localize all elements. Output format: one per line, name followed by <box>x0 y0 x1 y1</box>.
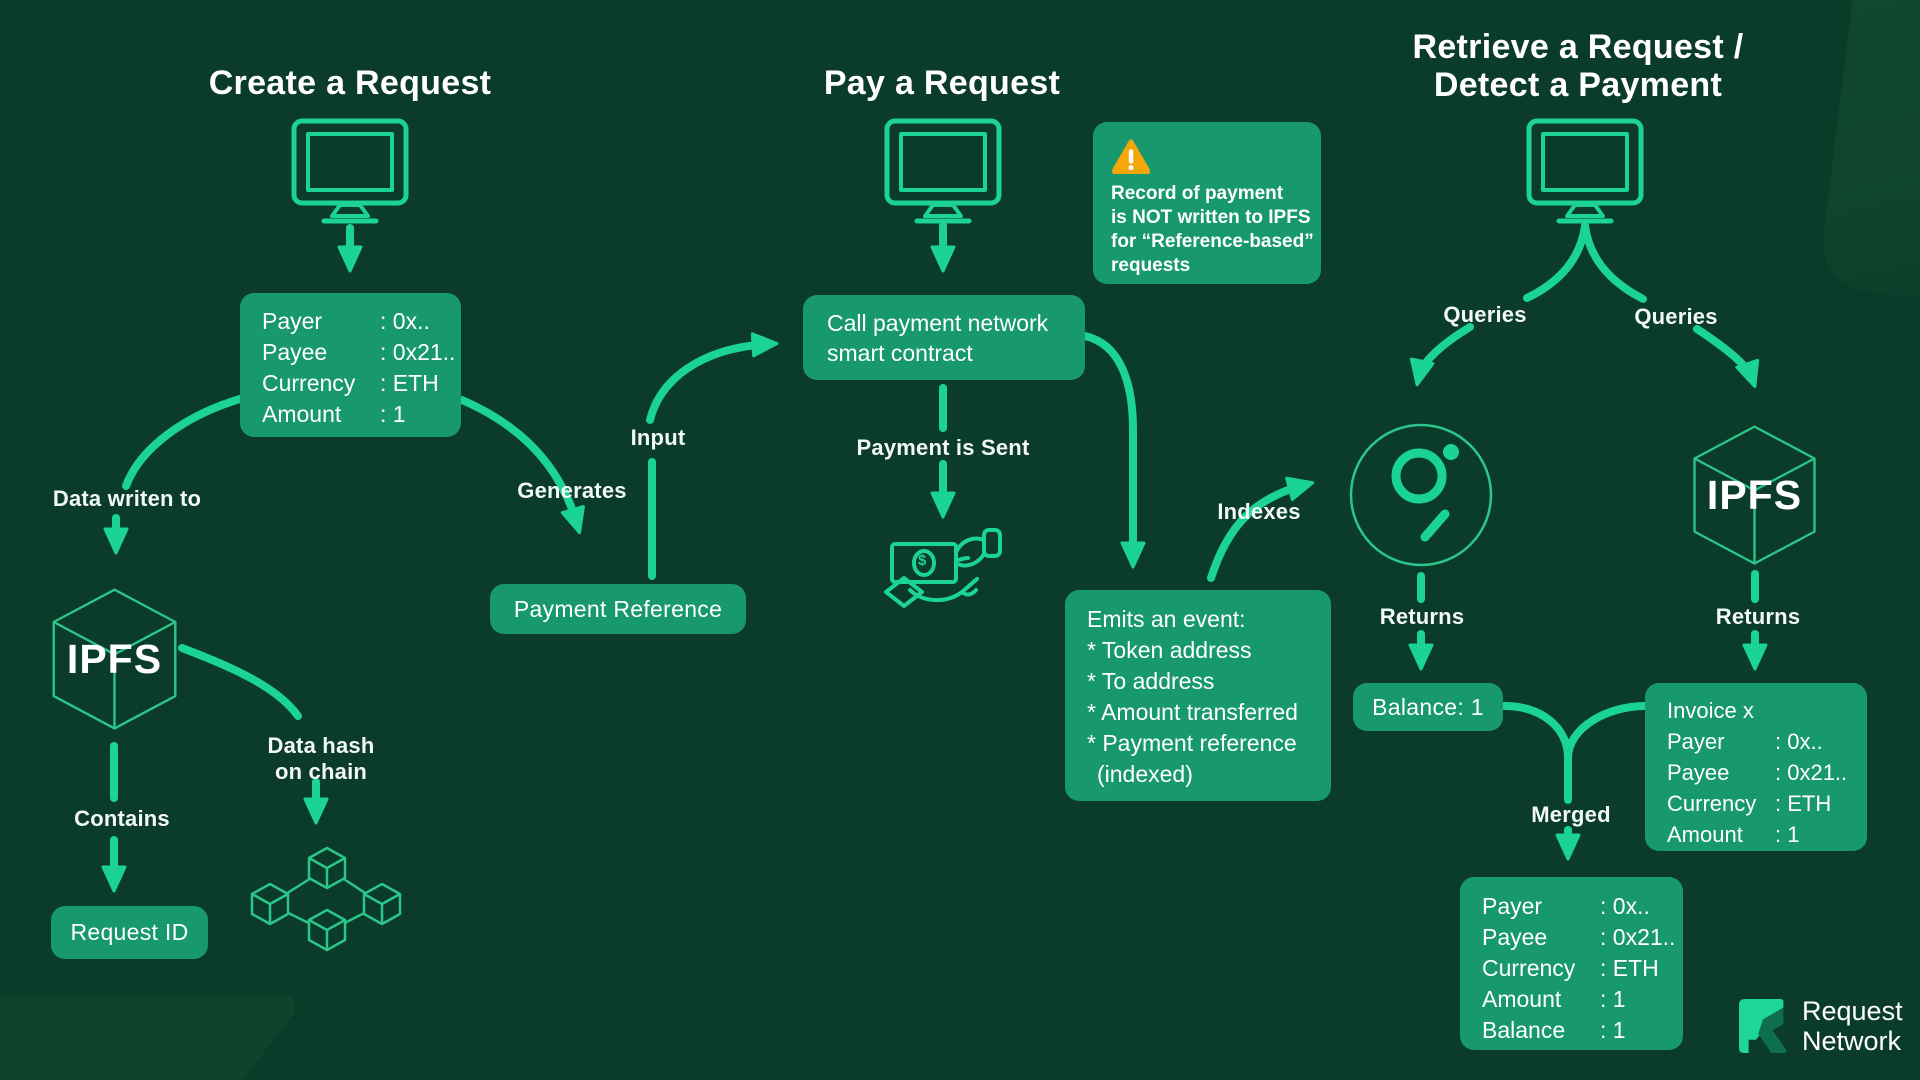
invoice-row: Amount: 1 <box>1667 822 1800 847</box>
merged-row: Payee: 0x21.. <box>1482 924 1676 950</box>
merged-row: Currency: ETH <box>1482 955 1659 981</box>
data-written-to-label: Data writen to <box>52 486 202 511</box>
generates-label: Generates <box>517 478 627 503</box>
merged-result-box: Payer: 0x.. Payee: 0x21.. Currency: ETH … <box>1460 877 1683 1050</box>
invoice-row: Payee: 0x21.. <box>1667 760 1848 785</box>
queries-left-label: Queries <box>1443 302 1527 327</box>
balance-box: Balance: 1 <box>1353 683 1503 731</box>
contains-label: Contains <box>74 806 170 831</box>
payment-reference-box: Payment Reference <box>490 584 746 634</box>
invoice-row: Currency: ETH <box>1667 791 1832 816</box>
payment-is-sent-label: Payment is Sent <box>856 435 1030 460</box>
invoice-box: Invoice x Payer: 0x.. Payee: 0x21.. Curr… <box>1645 683 1867 851</box>
emits-event-box: Emits an event: * Token address * To add… <box>1065 590 1331 801</box>
returns-right-label: Returns <box>1715 604 1801 629</box>
request-data-box: Payer: 0x.. Payee: 0x21.. Currency: ETH … <box>240 293 461 437</box>
warning-icon <box>1112 139 1150 174</box>
call-contract-box: Call payment network smart contract <box>803 295 1085 380</box>
ipfs-left-label: IPFS <box>66 636 163 682</box>
ipfs-cube-left-icon <box>52 588 177 730</box>
create-request-title: Create a Request <box>208 64 492 102</box>
computer-icon-create <box>291 118 409 224</box>
invoice-title: Invoice x <box>1667 698 1754 723</box>
dollar-symbol: $ <box>918 552 927 569</box>
pay-request-title: Pay a Request <box>823 64 1061 102</box>
invoice-row: Payer: 0x.. <box>1667 729 1823 754</box>
request-data-row: Currency: ETH <box>262 370 439 396</box>
computer-icon-pay <box>884 118 1002 224</box>
merged-row: Balance: 1 <box>1482 1017 1626 1043</box>
request-network-logo-text: Request Network <box>1802 996 1903 1056</box>
merged-label: Merged <box>1531 802 1611 827</box>
request-id-box: Request ID <box>51 906 208 959</box>
returns-left-label: Returns <box>1379 604 1465 629</box>
ipfs-cube-right-icon <box>1693 425 1816 565</box>
request-data-row: Amount: 1 <box>262 401 406 427</box>
merged-row: Payer: 0x.. <box>1482 893 1650 919</box>
queries-right-label: Queries <box>1634 304 1718 329</box>
input-label: Input <box>630 425 686 450</box>
the-graph-icon <box>1349 423 1493 567</box>
computer-icon-retrieve <box>1526 118 1644 224</box>
data-hash-on-chain-label: Data hash on chain <box>267 733 375 784</box>
request-data-row: Payee: 0x21.. <box>262 339 456 365</box>
merged-row: Amount: 1 <box>1482 986 1626 1012</box>
blockchain-cubes-icon <box>250 846 402 952</box>
retrieve-detect-title: Retrieve a Request / Detect a Payment <box>1412 28 1744 104</box>
request-data-row: Payer: 0x.. <box>262 308 430 334</box>
warning-note-box: Record of payment is NOT written to IPFS… <box>1093 122 1321 284</box>
indexes-label: Indexes <box>1217 499 1301 524</box>
request-network-logo-icon <box>1739 999 1787 1053</box>
ipfs-right-label: IPFS <box>1706 472 1803 518</box>
hand-money-icon <box>884 528 1002 608</box>
